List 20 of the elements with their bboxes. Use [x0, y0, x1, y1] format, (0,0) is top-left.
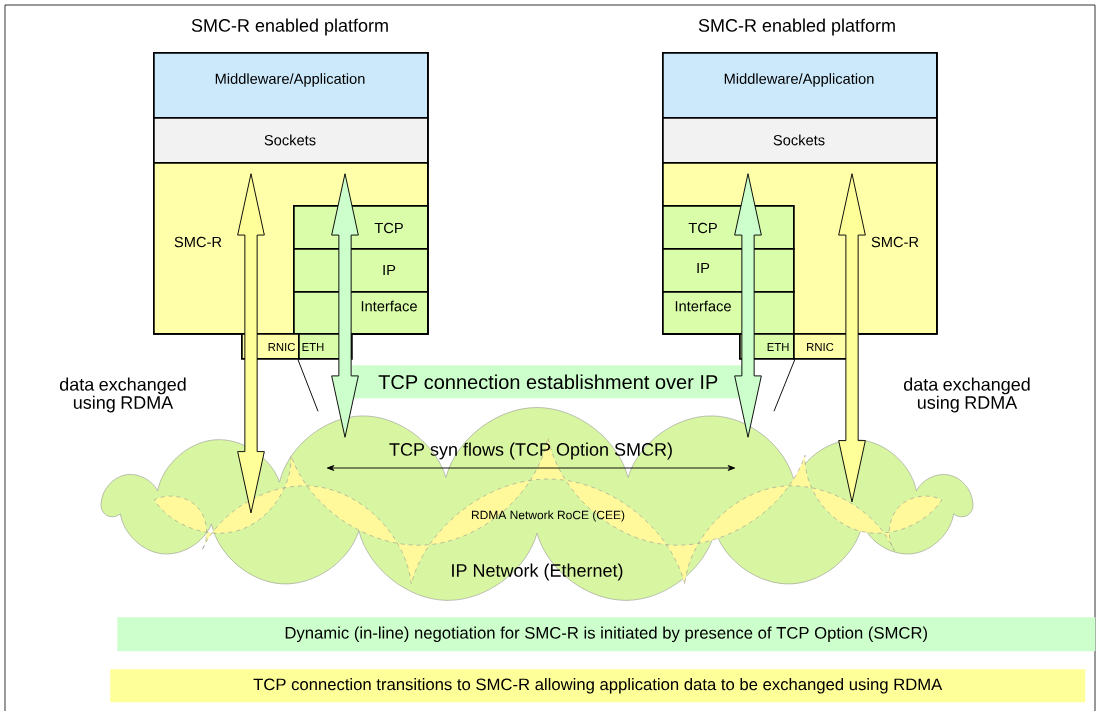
double-arrow [838, 173, 866, 503]
note-band: Dynamic (in-line) negotiation for SMC-R is initiated by presence of TCP Option (SMCR) [117, 617, 1096, 652]
double-arrow [237, 173, 265, 514]
node-label: SMC-R enabled platform [191, 18, 388, 36]
node-label: SMC-R enabled platform [698, 18, 895, 36]
layer-box: Middleware/Application [153, 52, 429, 119]
layer-box: Sockets [662, 117, 938, 164]
layer-box: Sockets [153, 117, 429, 164]
protocol-box: IP [293, 248, 429, 293]
node-label: TCP connection establishment over IP [378, 374, 718, 390]
layer-box: Middleware/Application [662, 52, 938, 119]
note-band: TCP connection establishment over IP [352, 365, 745, 399]
double-arrow [734, 173, 762, 438]
double-arrow [331, 173, 359, 438]
protocol-box: IP [662, 248, 795, 293]
flow-label: TCP syn flows (TCP Option SMCR) [389, 442, 672, 460]
connector-line [297, 359, 319, 412]
adapter-box: RNIC [793, 333, 848, 360]
note-band: TCP connection transitions to SMC-R allowing application data to be exchanged using RDMA [110, 669, 1086, 703]
connector-line [773, 359, 796, 412]
